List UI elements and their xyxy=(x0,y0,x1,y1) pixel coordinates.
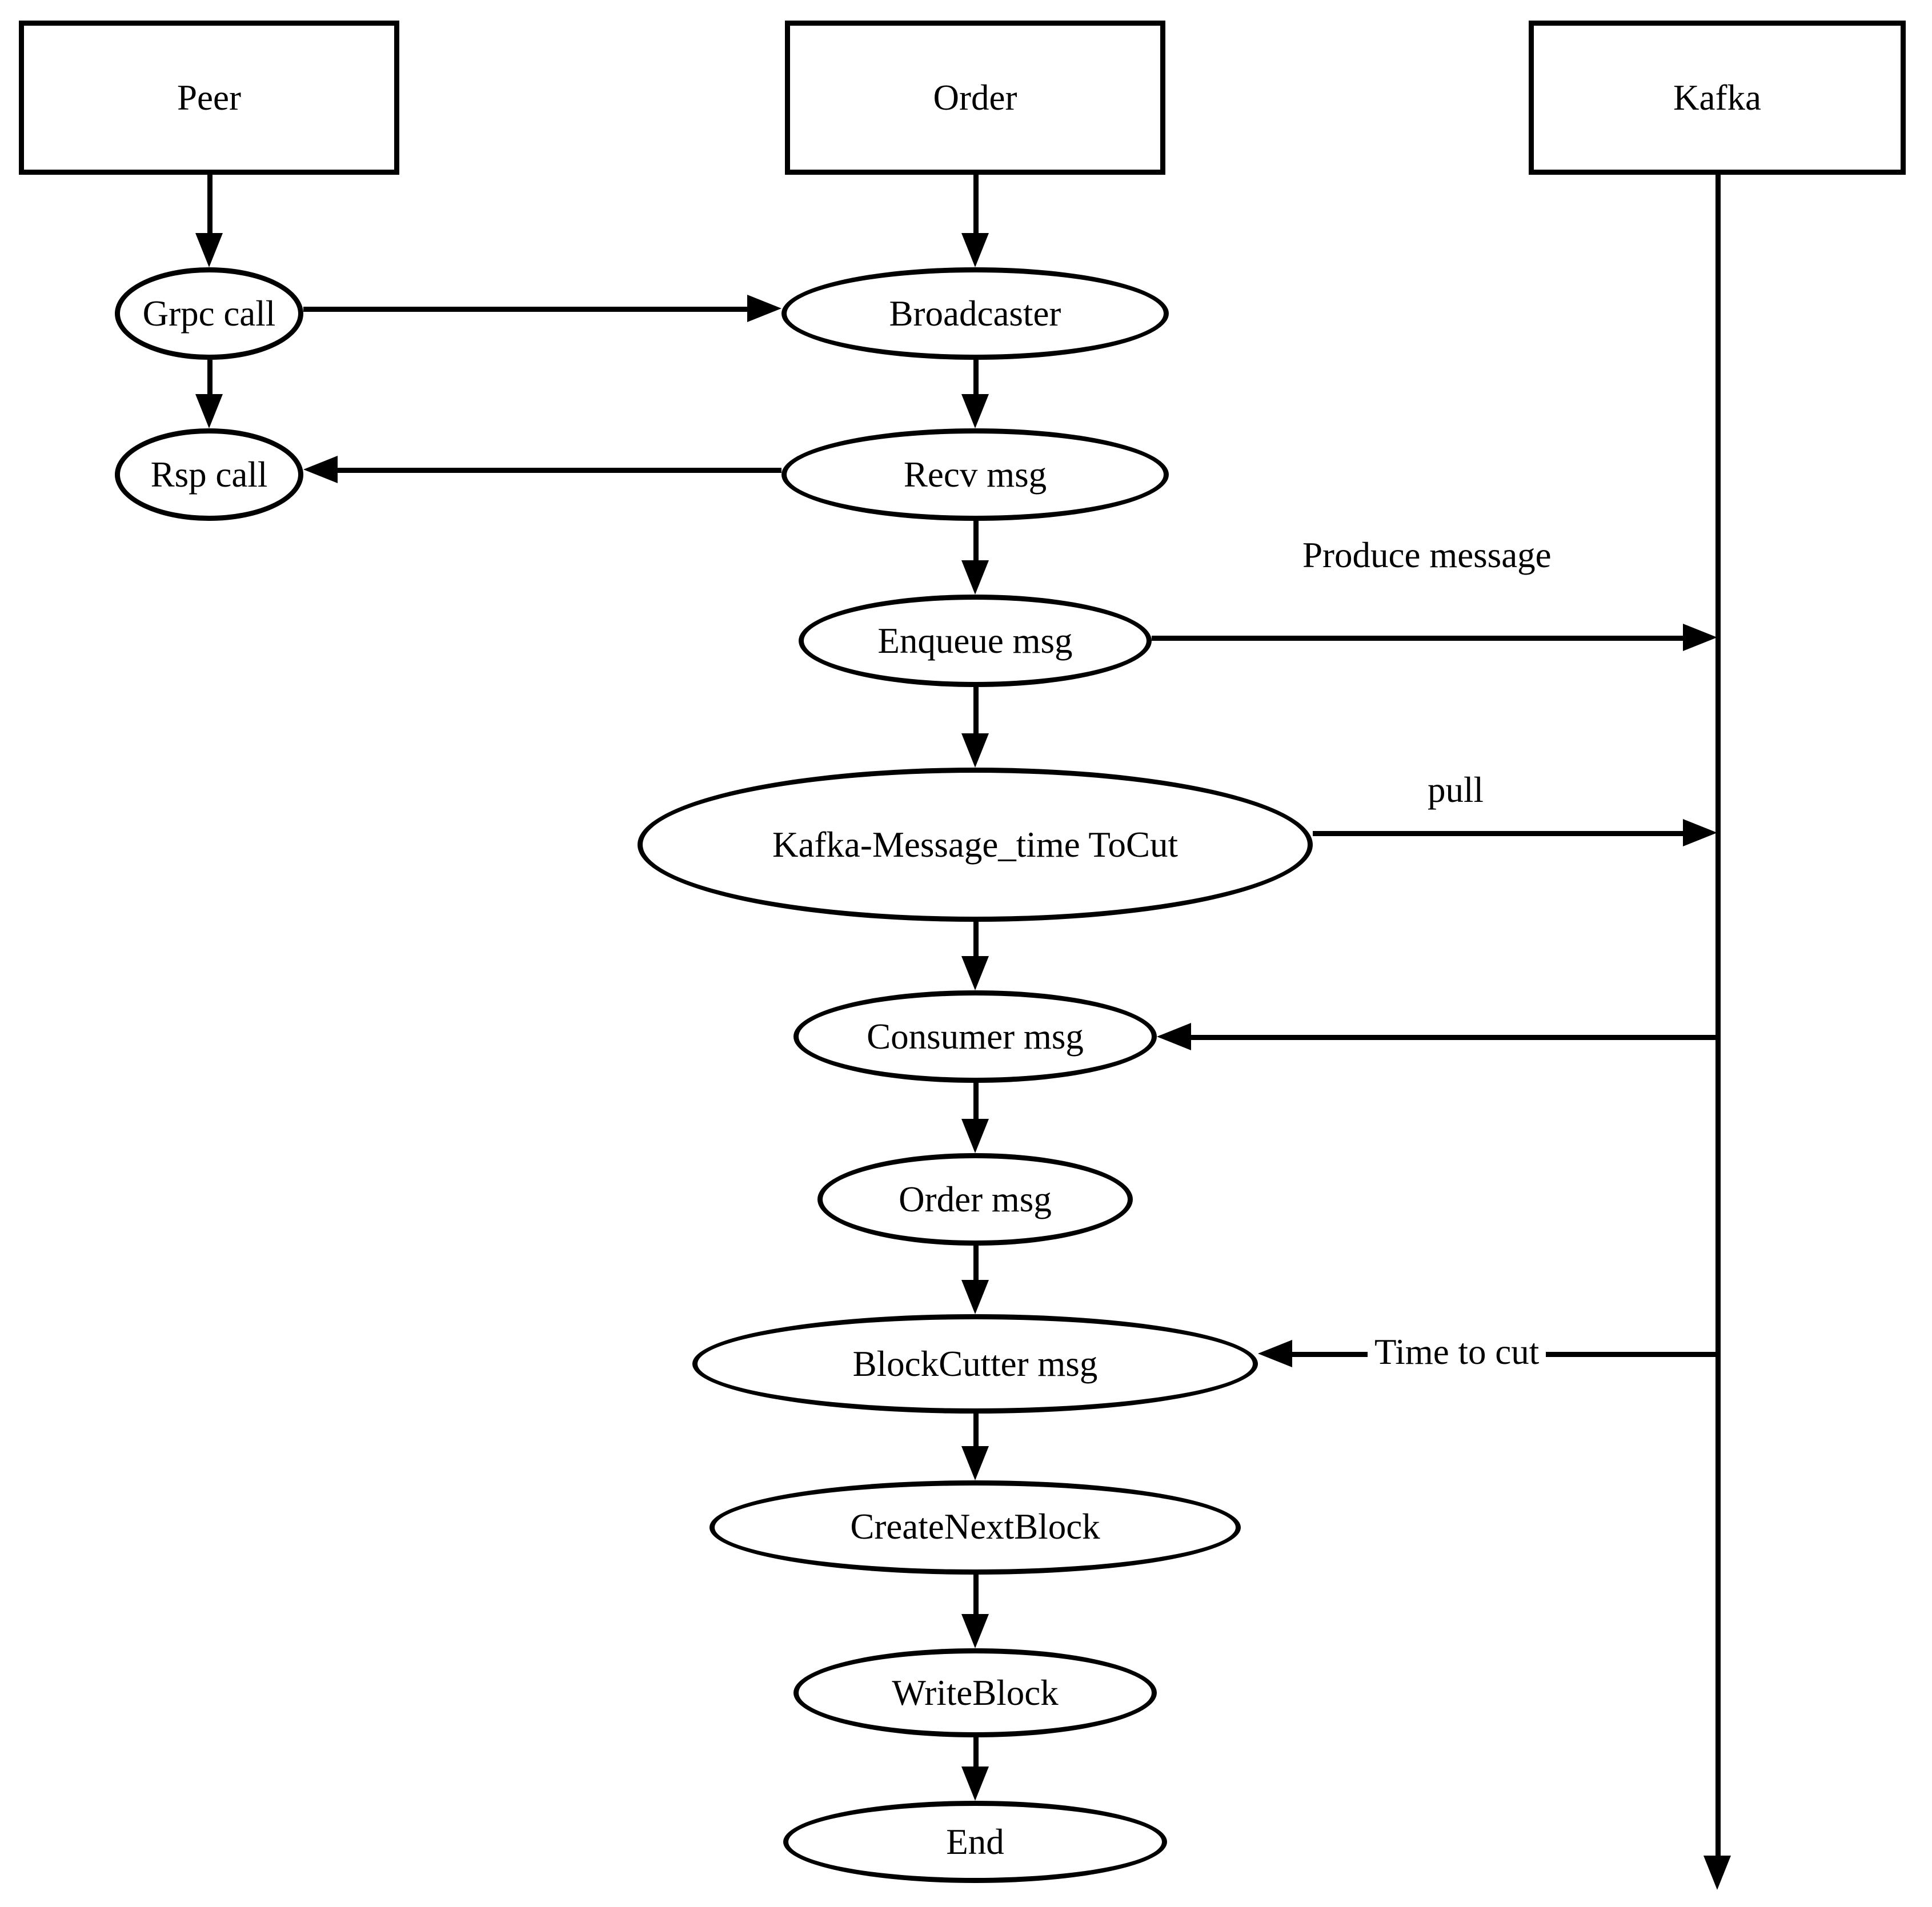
edge-consumer-ordermsg-arrowhead-icon xyxy=(961,1119,989,1153)
edge-blockcutter-createnext-line xyxy=(972,1414,978,1450)
edge-consumer-ordermsg-line xyxy=(972,1083,978,1122)
node-grpc-call: Grpc call xyxy=(115,267,303,360)
node-label-order-msg: Order msg xyxy=(899,1178,1052,1219)
node-blockcutter-msg: BlockCutter msg xyxy=(692,1314,1258,1414)
edge-label-produce-message: Produce message xyxy=(1302,535,1552,576)
edge-recv-rsp-line xyxy=(338,468,781,473)
edge-blockcutter-createnext-arrowhead-icon xyxy=(961,1446,989,1480)
edge-broadcaster-recv-arrowhead-icon xyxy=(961,394,989,428)
node-label-consumer-msg: Consumer msg xyxy=(867,1015,1084,1057)
edge-writeblock-end-arrowhead-icon xyxy=(961,1767,989,1801)
kafka-lifeline-arrowhead-icon xyxy=(1703,1856,1731,1890)
edge-enqueue-ktime-arrowhead-icon xyxy=(961,733,989,768)
edge-recv-enqueue-line xyxy=(972,521,978,564)
edge-enqueue-kafka-line xyxy=(1152,636,1683,641)
node-label-create-next-block: CreateNextBlock xyxy=(850,1506,1100,1547)
edge-kafka-consumer-line xyxy=(1191,1035,1717,1040)
actor-label-order: Order xyxy=(933,76,1017,118)
node-label-kafka-message-time-tocut: Kafka-Message_time ToCut xyxy=(772,823,1178,865)
node-label-grpc-call: Grpc call xyxy=(142,292,276,334)
edge-grpc-broadcaster-line xyxy=(303,307,747,312)
edge-label-time-to-cut: Time to cut xyxy=(1368,1331,1546,1374)
actor-box-kafka: Kafka xyxy=(1529,21,1906,175)
actor-box-peer: Peer xyxy=(19,21,399,175)
edge-createnext-writeblock-line xyxy=(972,1575,978,1617)
node-kafka-message-time-tocut: Kafka-Message_time ToCut xyxy=(638,768,1313,922)
edge-enqueue-kafka-arrowhead-icon xyxy=(1683,624,1717,651)
edge-ktime-consumer-line xyxy=(972,922,978,959)
node-label-recv-msg: Recv msg xyxy=(903,453,1047,495)
edge-grpc-rsp-arrowhead-icon xyxy=(195,394,223,428)
node-order-msg: Order msg xyxy=(817,1153,1133,1246)
edge-grpc-broadcaster-arrowhead-icon xyxy=(747,295,781,322)
node-broadcaster: Broadcaster xyxy=(781,267,1169,360)
node-label-broadcaster: Broadcaster xyxy=(889,292,1061,334)
edge-ktime-kafka-arrowhead-icon xyxy=(1683,819,1717,846)
actor-box-order: Order xyxy=(785,21,1165,175)
edge-broadcaster-recv-line xyxy=(972,360,978,398)
edge-kafka-consumer-arrowhead-icon xyxy=(1157,1023,1191,1050)
edge-createnext-writeblock-arrowhead-icon xyxy=(961,1614,989,1648)
node-end: End xyxy=(783,1801,1167,1883)
actor-label-kafka: Kafka xyxy=(1673,76,1761,118)
edge-peer-grpc-arrowhead-icon xyxy=(195,233,223,267)
kafka-lifeline xyxy=(1714,175,1720,1859)
edge-kafka-blockcutter-arrowhead-icon xyxy=(1258,1340,1292,1367)
edge-enqueue-ktime-line xyxy=(972,687,978,737)
edge-ktime-kafka-line xyxy=(1313,831,1683,836)
edge-ordermsg-blockcutter-line xyxy=(972,1246,978,1283)
edge-ordermsg-blockcutter-arrowhead-icon xyxy=(961,1280,989,1314)
edge-label-pull: pull xyxy=(1428,769,1484,810)
edge-writeblock-end-line xyxy=(972,1737,978,1770)
edge-recv-enqueue-arrowhead-icon xyxy=(961,560,989,595)
node-create-next-block: CreateNextBlock xyxy=(710,1480,1241,1575)
node-label-rsp-call: Rsp call xyxy=(150,453,268,495)
node-enqueue-msg: Enqueue msg xyxy=(799,595,1152,687)
node-label-blockcutter-msg: BlockCutter msg xyxy=(852,1342,1098,1384)
node-label-write-block: WriteBlock xyxy=(892,1671,1059,1713)
node-write-block: WriteBlock xyxy=(793,1648,1157,1737)
edge-order-broadcaster-line xyxy=(972,175,978,236)
node-recv-msg: Recv msg xyxy=(781,428,1169,521)
node-consumer-msg: Consumer msg xyxy=(793,990,1157,1083)
node-rsp-call: Rsp call xyxy=(115,428,303,521)
actor-label-peer: Peer xyxy=(177,76,241,118)
edge-peer-grpc-line xyxy=(206,175,212,236)
node-label-enqueue-msg: Enqueue msg xyxy=(877,619,1073,661)
edge-grpc-rsp-line xyxy=(206,360,212,398)
edge-ktime-consumer-arrowhead-icon xyxy=(961,956,989,990)
node-label-end: End xyxy=(946,1820,1004,1862)
edge-order-broadcaster-arrowhead-icon xyxy=(961,233,989,267)
edge-recv-rsp-arrowhead-icon xyxy=(303,456,338,483)
